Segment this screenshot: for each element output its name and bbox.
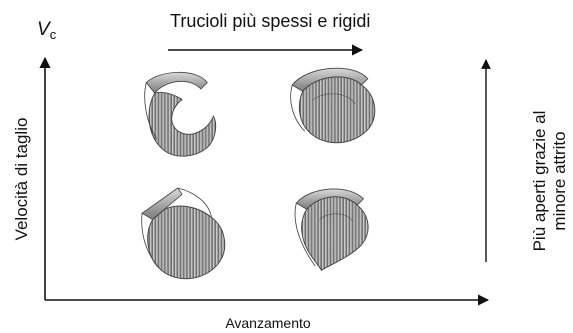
chip-slow-feed-high-speed xyxy=(144,71,217,157)
chip-fast-feed-low-speed xyxy=(294,188,369,271)
y-axis-symbol-subscript: c xyxy=(50,27,57,42)
y-axis-symbol: Vc xyxy=(37,19,57,42)
right-caption-line2: minore attrito xyxy=(550,131,569,230)
x-axis-label: Avanzamento xyxy=(225,315,311,331)
right-caption-line1: Più aperti grazie al xyxy=(530,111,549,252)
top-caption: Trucioli più spessi e rigidi xyxy=(170,11,370,31)
chip-fast-feed-high-speed xyxy=(290,67,376,144)
chip-slow-feed-low-speed xyxy=(141,187,226,280)
y-axis-label: Velocità di taglio xyxy=(12,118,31,241)
